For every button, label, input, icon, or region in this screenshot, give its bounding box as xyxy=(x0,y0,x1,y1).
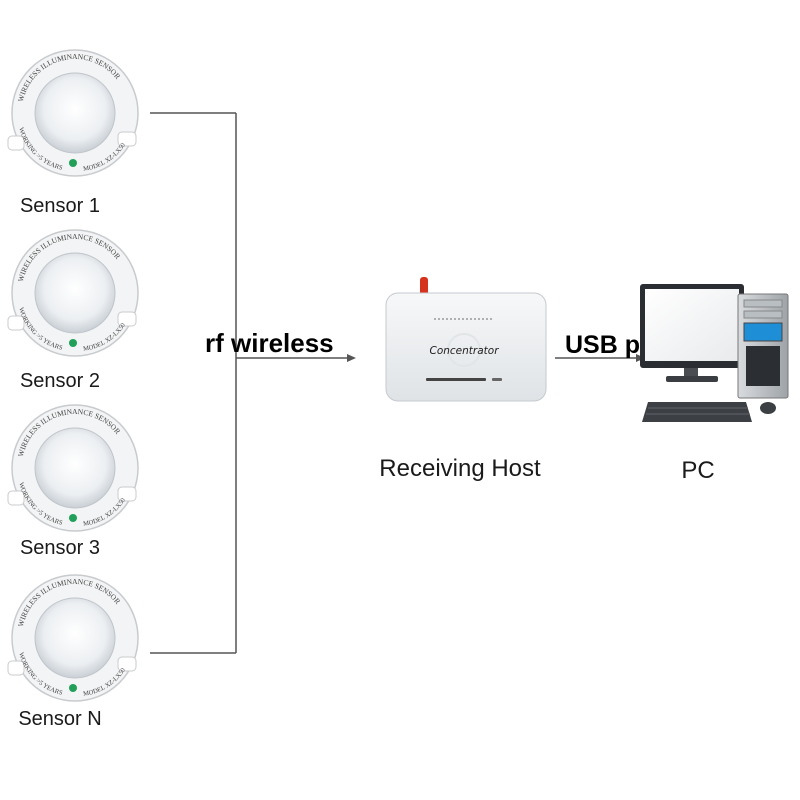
keyboard-icon xyxy=(642,402,752,422)
sensor-label: Sensor 3 xyxy=(19,537,101,559)
sensor-1: WIRELESS ILLUMINANCE SENSOR WORKING >5 Y… xyxy=(0,40,160,230)
mouse-icon xyxy=(760,402,776,414)
rf-arrow-head-icon xyxy=(347,354,356,362)
sensor-label: Sensor N xyxy=(18,708,102,730)
receiving-host-label: Receiving Host xyxy=(379,455,541,482)
pc-computer-icon xyxy=(640,284,789,422)
pc-label: PC xyxy=(681,457,715,484)
sensor-device-icon: WIRELESS ILLUMINANCE SENSOR WORKING >5 Y… xyxy=(7,404,139,532)
sensor-device-icon: WIRELESS ILLUMINANCE SENSOR WORKING >5 Y… xyxy=(7,574,139,702)
rf-wireless-label: rf wireless xyxy=(205,328,334,358)
sensor-n: WIRELESS ILLUMINANCE SENSOR WORKING >5 Y… xyxy=(0,565,160,740)
pc: PC xyxy=(638,280,793,490)
sensor-device-icon: WIRELESS ILLUMINANCE SENSOR WORKING >5 Y… xyxy=(7,49,139,177)
concentrator-device-icon: Concentrator xyxy=(385,277,547,402)
sensor-label: Sensor 1 xyxy=(19,195,101,217)
antenna-icon xyxy=(420,277,428,295)
concentrator-text: Concentrator xyxy=(429,345,499,357)
receiving-host: Concentrator Receiving Host xyxy=(379,275,550,495)
sensor-device-icon: WIRELESS ILLUMINANCE SENSOR WORKING >5 Y… xyxy=(7,229,139,357)
sensor-label: Sensor 2 xyxy=(19,370,101,392)
sensor-3: WIRELESS ILLUMINANCE SENSOR WORKING >5 Y… xyxy=(0,395,160,565)
sensor-2: WIRELESS ILLUMINANCE SENSOR WORKING >5 Y… xyxy=(0,220,160,400)
